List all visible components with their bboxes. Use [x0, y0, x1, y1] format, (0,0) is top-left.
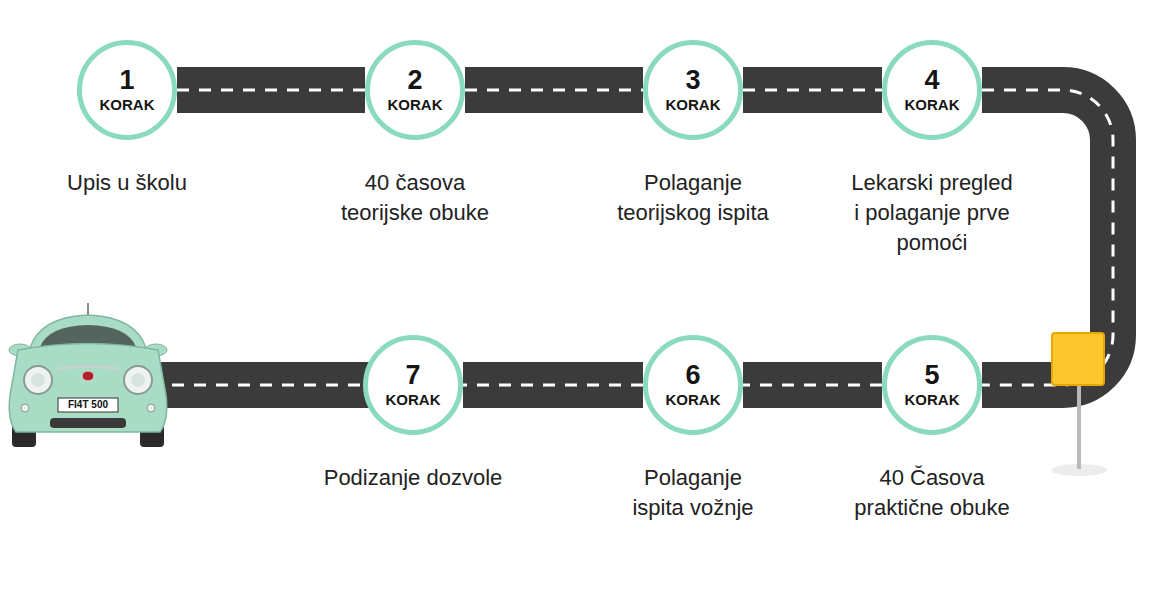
step-word: KORAK	[666, 391, 721, 409]
step-number: 1	[119, 66, 134, 94]
car-logo	[82, 371, 94, 381]
car-chrome	[56, 367, 120, 370]
car-headlight	[24, 366, 52, 394]
road-connector	[743, 385, 882, 386]
plate-text: FI4T 500	[58, 398, 118, 412]
road-marking	[743, 89, 882, 92]
step-description: Lekarski pregled i polaganje prve pomoći	[847, 168, 1017, 258]
car-plate	[58, 398, 118, 412]
car-headlight-inner	[31, 373, 45, 387]
car-headlight-inner	[131, 373, 145, 387]
road-marking	[463, 384, 643, 387]
step-number: 7	[405, 361, 420, 389]
step-description: Polaganje ispita vožnje	[618, 463, 768, 523]
step-word: KORAK	[386, 391, 441, 409]
car-body	[9, 344, 167, 433]
step-circle: 1KORAKUpis u školu	[77, 40, 177, 140]
step-description: 40 Časova praktične obuke	[845, 463, 1020, 523]
step-word: KORAK	[905, 391, 960, 409]
road-sign	[1051, 333, 1107, 476]
step-word: KORAK	[388, 96, 443, 114]
road-marking	[150, 384, 370, 387]
step-number: 4	[924, 66, 939, 94]
step-description: Polaganje teorijskog ispita	[608, 168, 778, 228]
step-circle: 2KORAK40 časova teorijske obuke	[365, 40, 465, 140]
road-surface	[743, 362, 882, 408]
road-surface	[150, 362, 370, 408]
step-circle: 5KORAK40 Časova praktične obuke	[882, 335, 982, 435]
step-circle: 3KORAKPolaganje teorijskog ispita	[643, 40, 743, 140]
road-marking	[982, 90, 1113, 385]
road-to-car	[150, 385, 370, 386]
road-surface	[463, 362, 643, 408]
step-circle: 7KORAKPodizanje dozvole	[363, 335, 463, 435]
step-circle: 4KORAKLekarski pregled i polaganje prve …	[882, 40, 982, 140]
sign-board	[1052, 333, 1104, 385]
step-description: Podizanje dozvole	[293, 463, 533, 493]
road-surface	[177, 67, 365, 113]
road-connector	[463, 385, 643, 386]
sign-pole	[1077, 383, 1081, 469]
road-connector	[982, 90, 1113, 385]
car-headlight	[124, 366, 152, 394]
step-number: 6	[685, 361, 700, 389]
car-fog-light	[21, 404, 29, 412]
road-surface	[982, 90, 1113, 385]
car-grille	[50, 418, 126, 428]
step-description: 40 časova teorijske obuke	[325, 168, 505, 228]
road-marking	[743, 384, 882, 387]
car-fog-light	[147, 404, 155, 412]
road-surface	[743, 67, 882, 113]
step-number: 5	[924, 361, 939, 389]
step-circle: 6KORAKPolaganje ispita vožnje	[643, 335, 743, 435]
step-description: Upis u školu	[17, 168, 237, 198]
step-word: KORAK	[100, 96, 155, 114]
car	[9, 303, 167, 447]
road-connector	[465, 90, 643, 91]
road-marking	[465, 89, 643, 92]
step-word: KORAK	[666, 96, 721, 114]
step-number: 2	[407, 66, 422, 94]
step-word: KORAK	[905, 96, 960, 114]
road-surface	[465, 67, 643, 113]
road-connector	[743, 90, 882, 91]
road-connector	[177, 90, 365, 91]
road-marking	[177, 89, 365, 92]
step-number: 3	[685, 66, 700, 94]
